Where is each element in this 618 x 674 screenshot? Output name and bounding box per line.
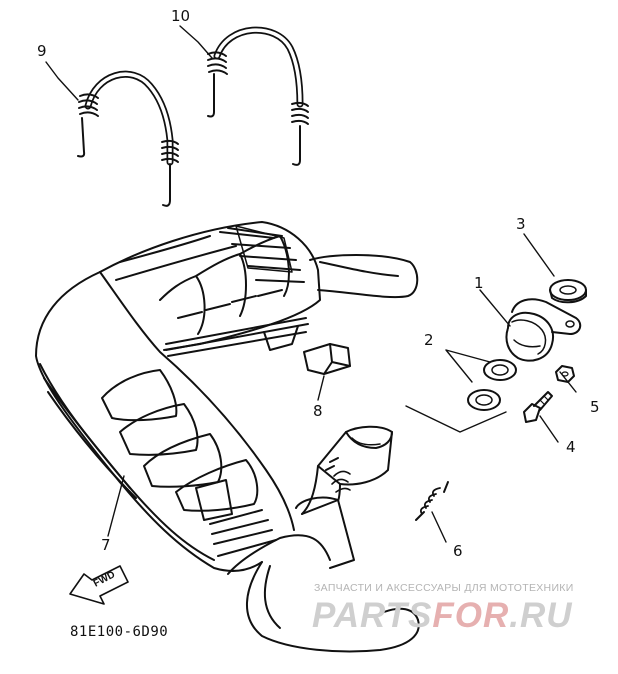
callout-6: 6 <box>453 542 463 560</box>
spring-6-drawing <box>415 481 449 521</box>
fwd-arrow-drawing <box>69 565 129 605</box>
watermark-logo-part2: FOR <box>432 596 510 635</box>
leader-lines <box>45 25 577 543</box>
callout-3: 3 <box>516 215 526 233</box>
callout-5: 5 <box>590 398 600 416</box>
muffler-drawing <box>35 271 420 653</box>
spring-9-drawing <box>77 70 179 207</box>
expansion-chamber-drawing <box>99 221 419 357</box>
tailpipe-drawing <box>301 425 393 515</box>
flange-1-drawing <box>505 298 582 362</box>
callout-7: 7 <box>101 536 111 554</box>
nut-5-drawing <box>555 365 575 383</box>
bolt-4-drawing <box>523 391 553 423</box>
diagram-code: 81E100-6D90 <box>70 624 169 640</box>
watermark-logo: PARTSFOR.RU <box>312 596 573 636</box>
grommet-8-drawing <box>303 343 351 375</box>
watermark-logo-part1: PARTS <box>312 596 433 635</box>
watermark-caption: ЗАПЧАСТИ И АКСЕССУАРЫ ДЛЯ МОТОТЕХНИКИ <box>314 582 574 594</box>
callout-9: 9 <box>37 42 47 60</box>
callout-4: 4 <box>566 438 576 456</box>
callout-1: 1 <box>474 274 484 292</box>
gasket-2-drawing <box>467 359 517 411</box>
callout-2: 2 <box>424 331 434 349</box>
spring-10-drawing <box>207 26 309 166</box>
callout-10: 10 <box>171 7 191 25</box>
gasket-3-drawing <box>549 279 587 304</box>
callout-8: 8 <box>313 402 323 420</box>
watermark-logo-part3: .RU <box>509 596 573 635</box>
